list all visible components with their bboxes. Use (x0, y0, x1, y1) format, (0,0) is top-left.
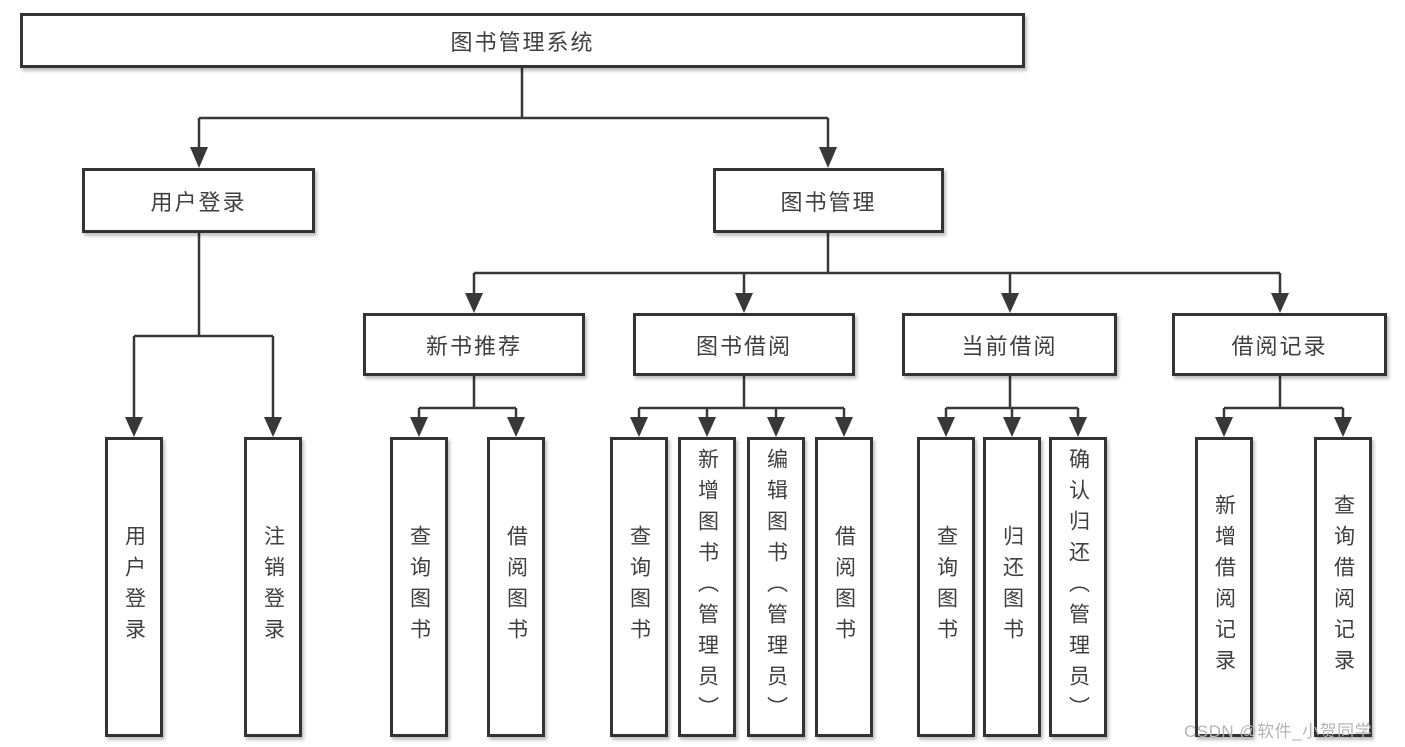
node-label: 用户登录 (150, 189, 247, 215)
node-current-borrowing: 当前借阅 (902, 313, 1117, 376)
node-confirm-return-admin-leaf: 确认归还（管理员） (1049, 437, 1107, 737)
node-label: 查询图书 (934, 525, 958, 649)
node-label: 查询借阅记录 (1331, 494, 1355, 680)
node-label: 图书管理系统 (450, 29, 595, 55)
node-user-login-branch: 用户登录 (82, 168, 315, 233)
node-label: 新增借阅记录 (1212, 494, 1236, 680)
csdn-watermark: CSDN @软件_小贺同学 (1184, 722, 1373, 741)
node-add-borrow-record-leaf: 新增借阅记录 (1195, 437, 1253, 737)
node-label: 图书管理 (780, 189, 877, 215)
node-label: 借阅记录 (1231, 333, 1328, 359)
node-label: 编辑图书（管理员） (764, 447, 788, 727)
node-query-books-leaf: 查询图书 (610, 437, 668, 737)
node-system-root: 图书管理系统 (20, 13, 1025, 68)
node-query-books-leaf: 查询图书 (390, 437, 448, 737)
node-label: 查询图书 (407, 525, 431, 649)
node-new-book-recommendation: 新书推荐 (363, 313, 585, 376)
node-book-management-branch: 图书管理 (713, 168, 944, 233)
node-label: 归还图书 (1000, 525, 1024, 649)
node-borrowing-records: 借阅记录 (1172, 313, 1387, 376)
node-label: 图书借阅 (695, 333, 792, 359)
node-borrow-books-leaf: 借阅图书 (815, 437, 873, 737)
node-logout-leaf: 注销登录 (244, 437, 302, 737)
node-label: 借阅图书 (504, 525, 528, 649)
node-label: 新增图书（管理员） (695, 447, 719, 727)
node-label: 当前借阅 (961, 333, 1058, 359)
node-label: 确认归还（管理员） (1066, 447, 1090, 727)
node-edit-books-admin-leaf: 编辑图书（管理员） (747, 437, 805, 737)
node-query-borrow-record-leaf: 查询借阅记录 (1314, 437, 1372, 737)
node-label: 用户登录 (122, 525, 146, 649)
node-label: 查询图书 (627, 525, 651, 649)
node-borrow-books-leaf: 借阅图书 (487, 437, 545, 737)
node-book-borrowing: 图书借阅 (633, 313, 855, 376)
node-user-login-leaf: 用户登录 (105, 437, 163, 737)
node-return-books-leaf: 归还图书 (983, 437, 1041, 737)
node-label: 新书推荐 (425, 333, 522, 359)
node-label: 注销登录 (261, 525, 285, 649)
node-add-books-admin-leaf: 新增图书（管理员） (678, 437, 736, 737)
node-query-books-leaf: 查询图书 (917, 437, 975, 737)
node-label: 借阅图书 (832, 525, 856, 649)
